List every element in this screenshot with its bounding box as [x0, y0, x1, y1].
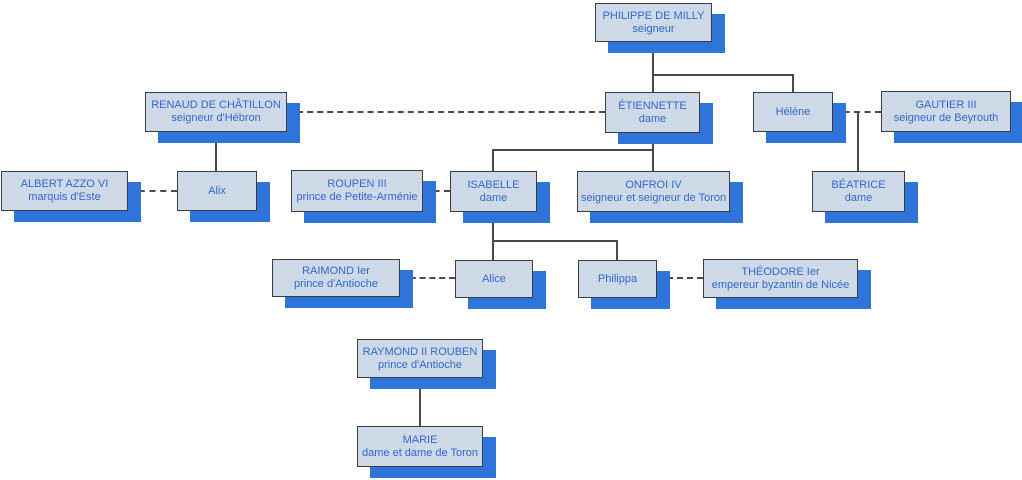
person-title: prince de Petite-Arménie [296, 191, 418, 203]
person-name: THÉODORE Ier [741, 265, 820, 278]
person-name: BÉATRICE [831, 178, 886, 191]
node-helene[interactable]: Hélène [753, 92, 833, 132]
node-philippa[interactable]: Philippa [578, 260, 657, 298]
person-title: empereur byzantin de Nicée [711, 278, 850, 291]
edge-etiennette-children-rail [492, 149, 654, 151]
person-name: PHILIPPE DE MILLY [602, 9, 705, 22]
person-title: dame [479, 191, 508, 204]
person-name: ALBERT AZZO VI [20, 178, 109, 190]
person-name: MARIE [402, 433, 438, 446]
person-title: seigneur d'Hébron [171, 112, 261, 124]
person-title: seigneur et seigneur de Toron [580, 191, 727, 204]
person-title: seigneur [632, 22, 675, 35]
node-philippe-de-milly[interactable]: PHILIPPE DE MILLY seigneur [595, 3, 712, 42]
person-title: dame [844, 191, 873, 204]
node-albert-azzo-vi[interactable]: ALBERT AZZO VI marquis d'Este [1, 171, 128, 211]
person-title: seigneur de Beyrouth [893, 111, 999, 124]
person-name: RAYMOND II ROUBEN [362, 345, 478, 358]
person-name: ONFROI IV [625, 178, 682, 191]
marriage-dash-philippa-theodore [657, 277, 703, 279]
node-beatrice[interactable]: BÉATRICE dame [812, 171, 905, 212]
node-gautier-iii[interactable]: GAUTIER III seigneur de Beyrouth [881, 91, 1011, 132]
person-name: RENAUD DE CHÂTILLON [151, 99, 281, 111]
edge-rail-to-helene [792, 74, 794, 92]
person-name: ISABELLE [467, 178, 520, 191]
person-name: Alice [482, 272, 506, 285]
person-title: dame [638, 112, 667, 125]
person-name: Philippa [597, 272, 638, 285]
marriage-dash-roupen-isabelle [423, 190, 450, 192]
node-raymond-ii-rouben[interactable]: RAYMOND II ROUBEN prince d'Antioche [357, 339, 483, 378]
person-title: marquis d'Este [28, 191, 101, 203]
edge-etiennette-to-children-vertical [652, 133, 654, 171]
node-theodore-ier[interactable]: THÉODORE Ier empereur byzantin de Nicée [703, 259, 858, 298]
node-onfroi-iv[interactable]: ONFROI IV seigneur et seigneur de Toron [577, 171, 730, 212]
person-name: Hélène [775, 105, 811, 118]
edge-philippe-to-children-vertical [652, 42, 654, 92]
node-etiennette[interactable]: ÉTIENNETTE dame [605, 92, 700, 133]
edge-rail-to-philippa [616, 240, 618, 260]
edge-rail-to-alice [492, 240, 494, 260]
person-name: GAUTIER III [915, 98, 977, 111]
edge-raymond2-to-marie [419, 378, 421, 426]
edge-isabelle-children-rail [492, 240, 618, 242]
marriage-dash-renaud-etiennette [287, 111, 605, 113]
marriage-dash-albert-alix [128, 190, 177, 192]
marriage-dash-raimond-alice [400, 277, 455, 279]
node-renaud-de-chatillon[interactable]: RENAUD DE CHÂTILLON seigneur d'Hébron [145, 92, 287, 132]
node-raimond-ier[interactable]: RAIMOND Ier prince d'Antioche [272, 259, 400, 297]
edge-helene-gautier-to-beatrice [857, 113, 859, 171]
node-alix[interactable]: Alix [177, 171, 257, 211]
person-name: RAIMOND Ier [302, 265, 370, 277]
edge-isabelle-to-children-vertical [492, 212, 494, 241]
person-name: Alix [208, 184, 226, 197]
node-marie[interactable]: MARIE dame et dame de Toron [357, 426, 483, 467]
edge-renaud-to-alix [215, 132, 217, 171]
edge-rail-to-isabelle [492, 149, 494, 171]
marriage-dash-helene-gautier [833, 111, 881, 113]
node-isabelle[interactable]: ISABELLE dame [450, 171, 537, 212]
edge-philippe-children-rail [652, 74, 794, 76]
node-alice[interactable]: Alice [455, 260, 533, 298]
person-title: dame et dame de Toron [362, 446, 478, 459]
node-roupen-iii[interactable]: ROUPEN III prince de Petite-Arménie [291, 170, 423, 212]
person-name: ÉTIENNETTE [618, 99, 687, 112]
person-title: prince d'Antioche [377, 358, 463, 371]
person-name: ROUPEN III [327, 178, 387, 190]
person-title: prince d'Antioche [293, 278, 379, 290]
